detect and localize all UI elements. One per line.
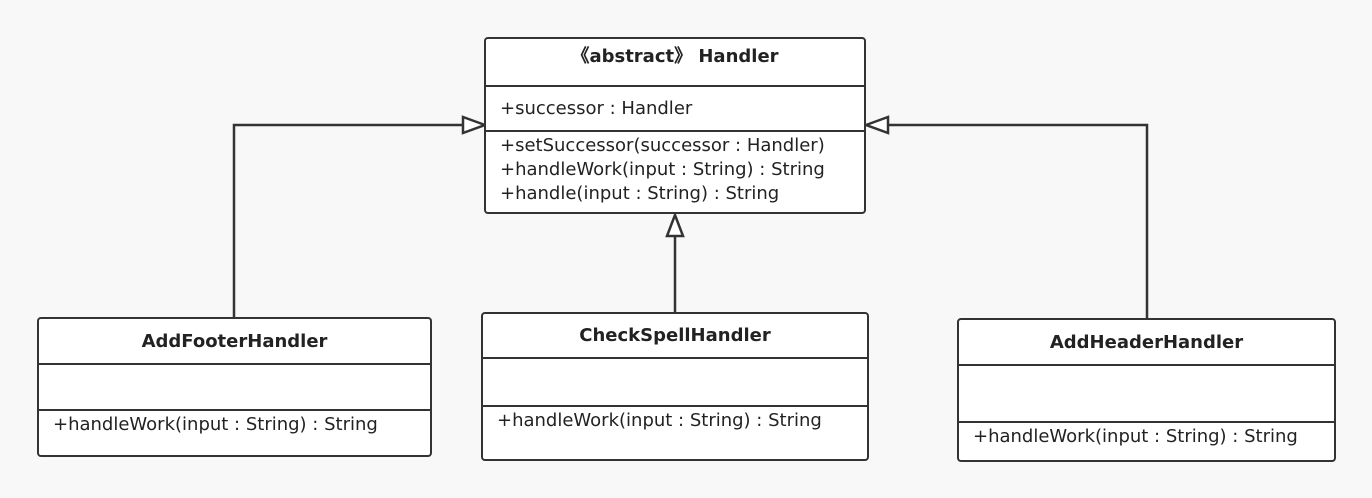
edge-addfooter-to-handler [232,123,464,318]
class-name: AddFooterHandler [39,319,430,365]
class-add-footer-handler[interactable]: AddFooterHandler +handleWork(input : Str… [37,317,432,457]
operations-compartment: +handleWork(input : String) : String [959,423,1334,449]
class-name: AddHeaderHandler [959,320,1334,366]
operation-handle-work: +handleWork(input : String) : String [497,410,822,431]
operations-compartment: +handleWork(input : String) : String [483,407,867,433]
operations-compartment: +handleWork(input : String) : String [39,411,430,437]
attributes-compartment: +successor : Handler [486,87,864,132]
edge-addfooter-arrowhead [461,115,489,135]
operation-handle-work: +handleWork(input : String) : String [53,414,378,435]
edge-addheader-to-handler [888,123,1149,319]
operation-handle-work: +handleWork(input : String) : String [500,159,825,180]
attributes-compartment [483,359,867,407]
attribute-successor: +successor : Handler [500,98,693,119]
operation-handle: +handle(input : String) : String [500,183,780,204]
class-name: 《abstract》 Handler [486,39,864,87]
edge-addheader-arrowhead [862,115,890,135]
attributes-compartment [39,365,430,411]
edge-checkspell-arrowhead [665,211,685,238]
class-add-header-handler[interactable]: AddHeaderHandler +handleWork(input : Str… [957,318,1336,462]
class-handler[interactable]: 《abstract》 Handler +successor : Handler … [484,37,866,214]
class-check-spell-handler[interactable]: CheckSpellHandler +handleWork(input : St… [481,312,869,461]
class-name: CheckSpellHandler [483,314,867,359]
operation-set-successor: +setSuccessor(successor : Handler) [500,135,825,156]
operation-handle-work: +handleWork(input : String) : String [973,426,1298,447]
operations-compartment: +setSuccessor(successor : Handler) +hand… [486,132,864,206]
attributes-compartment [959,366,1334,423]
